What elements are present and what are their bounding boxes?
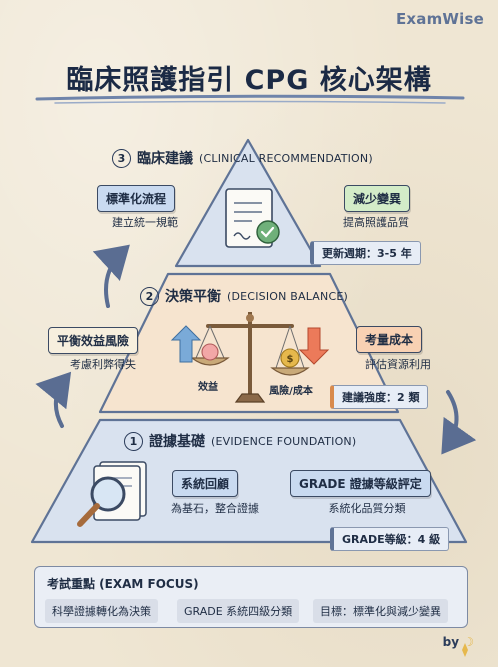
tag-systematic-review: 系統回顧 — [172, 470, 239, 497]
banana-icon: ☽ — [463, 635, 474, 649]
tier-bottom-title-en: (EVIDENCE FOUNDATION) — [211, 434, 357, 448]
arrow-up-icon — [170, 325, 202, 363]
balance-scale-icon: $ — [190, 312, 310, 403]
page-title: 臨床照護指引 CPG 核心架構 — [66, 65, 432, 96]
svg-text:$: $ — [287, 354, 294, 365]
tier-bottom-title-zh: 證據基礎 — [149, 434, 205, 450]
scale-label-benefit: 效益 — [198, 382, 218, 393]
tier-top-number: 3 — [112, 148, 131, 168]
desc-grade-evaluation: 系統化品質分類 — [328, 502, 406, 515]
tier-top-title-zh: 臨床建議 — [137, 151, 193, 167]
footer-byline: by ☽ — [443, 635, 474, 649]
tier-middle-title-zh: 決策平衡 — [165, 289, 221, 305]
tier-middle-title-en: (DECISION BALANCE) — [227, 289, 348, 303]
exam-focus-item: 目標：標準化與減少變異 — [313, 599, 448, 623]
title-underline — [35, 94, 465, 104]
desc-standardize-process: 建立統一規範 — [112, 216, 178, 229]
tag-reduce-variation: 減少變異 — [344, 185, 411, 212]
tier-bottom-number: 1 — [124, 431, 143, 451]
desc-consider-cost: 評估資源利用 — [365, 358, 431, 371]
tag-consider-cost: 考量成本 — [356, 326, 423, 353]
tier-top-title: 3 臨床建議 (CLINICAL RECOMMENDATION) — [112, 148, 373, 168]
footer-by-text: by — [442, 635, 460, 649]
tag-standardize-process: 標準化流程 — [97, 185, 176, 212]
brand-logo: ExamWise — [395, 10, 484, 28]
desc-systematic-review: 為基石，整合證據 — [171, 502, 259, 515]
magnifier-document-icon — [77, 461, 147, 527]
desc-reduce-variation: 提高照護品質 — [343, 216, 409, 229]
curved-arrow-down-right — [441, 390, 477, 455]
meta-recommendation-strength: 建議強度：2 類 — [330, 385, 429, 409]
tag-grade-evaluation: GRADE 證據等級評定 — [290, 470, 431, 497]
exam-focus-item: 科學證據轉化為決策 — [45, 599, 158, 623]
exam-focus-title: 考試重點 (EXAM FOCUS) — [47, 577, 199, 591]
meta-update-cycle: 更新週期：3-5 年 — [310, 241, 421, 265]
tier-middle-title: 2 決策平衡 (DECISION BALANCE) — [140, 286, 348, 306]
exam-focus-item: GRADE 系統四級分類 — [177, 599, 300, 623]
document-check-icon — [225, 188, 280, 248]
desc-balance-benefit-risk: 考慮利弊得失 — [70, 358, 136, 371]
sparkle-icon — [462, 643, 468, 657]
tier-middle-number: 2 — [140, 286, 159, 306]
curved-arrow-up-left-bottom — [35, 371, 72, 428]
tag-balance-benefit-risk: 平衡效益風險 — [48, 327, 139, 354]
curved-arrow-up-left-top — [92, 244, 130, 308]
tier-bottom-title: 1 證據基礎 (EVIDENCE FOUNDATION) — [124, 431, 356, 451]
exam-focus-panel: 考試重點 (EXAM FOCUS) 科學證據轉化為決策 GRADE 系統四級分類… — [34, 566, 468, 628]
meta-grade-levels: GRADE等級：4 級 — [330, 527, 450, 551]
scale-label-risk-cost: 風險/成本 — [269, 386, 313, 397]
arrow-down-icon — [298, 327, 330, 365]
tier-top-title-en: (CLINICAL RECOMMENDATION) — [199, 151, 373, 165]
